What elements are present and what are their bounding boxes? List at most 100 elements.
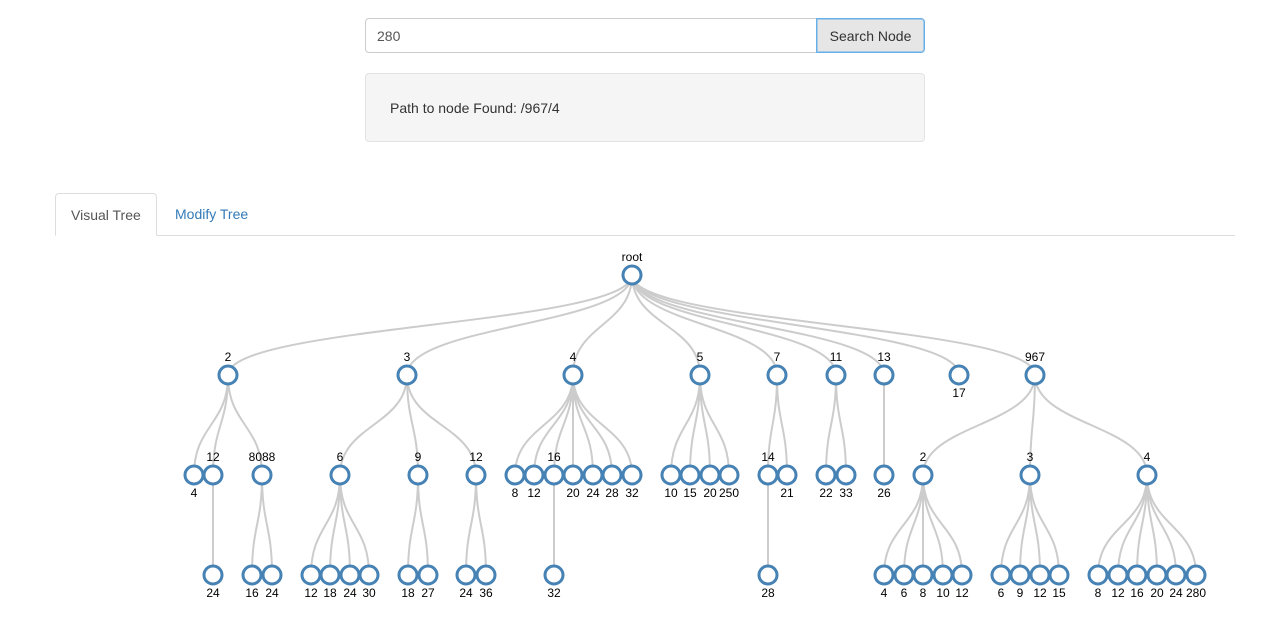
tree-node-circle[interactable] [873, 464, 895, 486]
tree-node-circle[interactable] [319, 564, 341, 586]
tree-node-circle[interactable] [241, 564, 263, 586]
tree-node-circle[interactable] [1087, 564, 1109, 586]
tree-node-circle[interactable] [621, 264, 643, 286]
tree-node-circle[interactable] [417, 564, 439, 586]
tree-node[interactable]: 4 [183, 464, 205, 500]
tree-node[interactable]: 21 [776, 464, 798, 500]
tree-node-circle[interactable] [757, 564, 779, 586]
tree-node[interactable]: 36 [475, 564, 497, 600]
tree-node-circle[interactable] [660, 464, 682, 486]
tree-node[interactable]: 9 [407, 450, 429, 486]
tree-node[interactable]: 13 [873, 350, 895, 386]
tree-node-circle[interactable] [202, 564, 224, 586]
tree-node-circle[interactable] [329, 464, 351, 486]
tree-node-circle[interactable] [990, 564, 1012, 586]
tree-node[interactable]: 6 [329, 450, 351, 486]
tree-node[interactable]: 12 [202, 450, 224, 486]
tree-node-circle[interactable] [523, 464, 545, 486]
tree-node[interactable]: 967 [1024, 350, 1046, 386]
tree-node[interactable]: 24 [261, 564, 283, 600]
tree-node[interactable]: 3 [1019, 450, 1041, 486]
tree-node[interactable]: 11 [825, 350, 847, 386]
tree-node-circle[interactable] [893, 564, 915, 586]
tree-node-circle[interactable] [397, 564, 419, 586]
tree-node-circle[interactable] [1107, 564, 1129, 586]
tree-node[interactable]: 30 [358, 564, 380, 600]
tree-node-circle[interactable] [621, 464, 643, 486]
tree-node-circle[interactable] [475, 564, 497, 586]
tree-node-circle[interactable] [407, 464, 429, 486]
tree-node-circle[interactable] [1146, 564, 1168, 586]
tree-node-circle[interactable] [835, 464, 857, 486]
tree-node-circle[interactable] [339, 564, 361, 586]
tree-node-circle[interactable] [951, 564, 973, 586]
tree-node[interactable]: 20 [562, 464, 584, 500]
tree-node[interactable]: 12 [523, 464, 545, 500]
tree-node-circle[interactable] [1048, 564, 1070, 586]
tree-node-circle[interactable] [689, 364, 711, 386]
tree-node-circle[interactable] [948, 364, 970, 386]
tree-node-circle[interactable] [718, 464, 740, 486]
tree-node-circle[interactable] [873, 564, 895, 586]
tree-node-circle[interactable] [202, 464, 224, 486]
tree-node-circle[interactable] [217, 364, 239, 386]
tree-node-circle[interactable] [504, 464, 526, 486]
tree-node-circle[interactable] [1165, 564, 1187, 586]
search-input[interactable] [365, 18, 817, 53]
tree-node-circle[interactable] [1185, 564, 1207, 586]
tree-node[interactable]: 2 [217, 350, 239, 386]
tree-node-circle[interactable] [912, 564, 934, 586]
tree-node-circle[interactable] [1024, 364, 1046, 386]
tree-node[interactable]: 16 [241, 564, 263, 600]
tab-visual-tree[interactable]: Visual Tree [55, 193, 157, 236]
tree-node[interactable]: 24 [582, 464, 604, 500]
tree-node-circle[interactable] [455, 564, 477, 586]
tree-node[interactable]: 26 [873, 464, 895, 500]
tree-node[interactable]: 32 [543, 564, 565, 600]
tree-node-circle[interactable] [1019, 464, 1041, 486]
tree-node-circle[interactable] [582, 464, 604, 486]
tree-node[interactable]: 4 [562, 350, 584, 386]
tree-node[interactable]: 18 [319, 564, 341, 600]
tree-node-circle[interactable] [396, 364, 418, 386]
tab-modify-tree[interactable]: Modify Tree [175, 206, 249, 222]
tree-node[interactable]: 20 [699, 464, 721, 500]
tree-node-circle[interactable] [1126, 564, 1148, 586]
tree-node[interactable]: 9 [1009, 564, 1031, 600]
tree-node-circle[interactable] [465, 464, 487, 486]
tree-node[interactable]: 28 [601, 464, 623, 500]
tree-node[interactable]: 12 [1029, 564, 1051, 600]
tree-node[interactable]: 28 [757, 564, 779, 600]
tree-node[interactable]: 33 [835, 464, 857, 500]
tree-node[interactable]: 24 [202, 564, 224, 600]
tree-node-circle[interactable] [1136, 464, 1158, 486]
tree-node[interactable]: 8 [912, 564, 934, 600]
tree-node-circle[interactable] [873, 364, 895, 386]
tree-node[interactable]: 8088 [249, 450, 276, 486]
tree-node[interactable]: 15 [679, 464, 701, 500]
tree-node-circle[interactable] [562, 364, 584, 386]
tree-node[interactable]: 17 [948, 364, 970, 400]
tree-node-circle[interactable] [912, 464, 934, 486]
tree-node[interactable]: 280 [1185, 564, 1207, 600]
tree-node-circle[interactable] [825, 364, 847, 386]
tree-node-circle[interactable] [757, 464, 779, 486]
tree-node[interactable]: 27 [417, 564, 439, 600]
tree-node[interactable]: 250 [718, 464, 740, 500]
tree-node-circle[interactable] [543, 564, 565, 586]
tree-node-circle[interactable] [699, 464, 721, 486]
tree-node[interactable]: 2 [912, 450, 934, 486]
tree-node-circle[interactable] [679, 464, 701, 486]
tree-node[interactable]: 24 [1165, 564, 1187, 600]
tree-node-circle[interactable] [261, 564, 283, 586]
tree-node-circle[interactable] [1009, 564, 1031, 586]
tree-node[interactable]: 8 [1087, 564, 1109, 600]
tree-node[interactable]: 18 [397, 564, 419, 600]
tree-node-circle[interactable] [932, 564, 954, 586]
tree-node-circle[interactable] [601, 464, 623, 486]
tree-node[interactable]: 20 [1146, 564, 1168, 600]
tree-node-circle[interactable] [815, 464, 837, 486]
tree-node[interactable]: 10 [932, 564, 954, 600]
tree-node[interactable]: 7 [766, 350, 788, 386]
tree-node-circle[interactable] [300, 564, 322, 586]
